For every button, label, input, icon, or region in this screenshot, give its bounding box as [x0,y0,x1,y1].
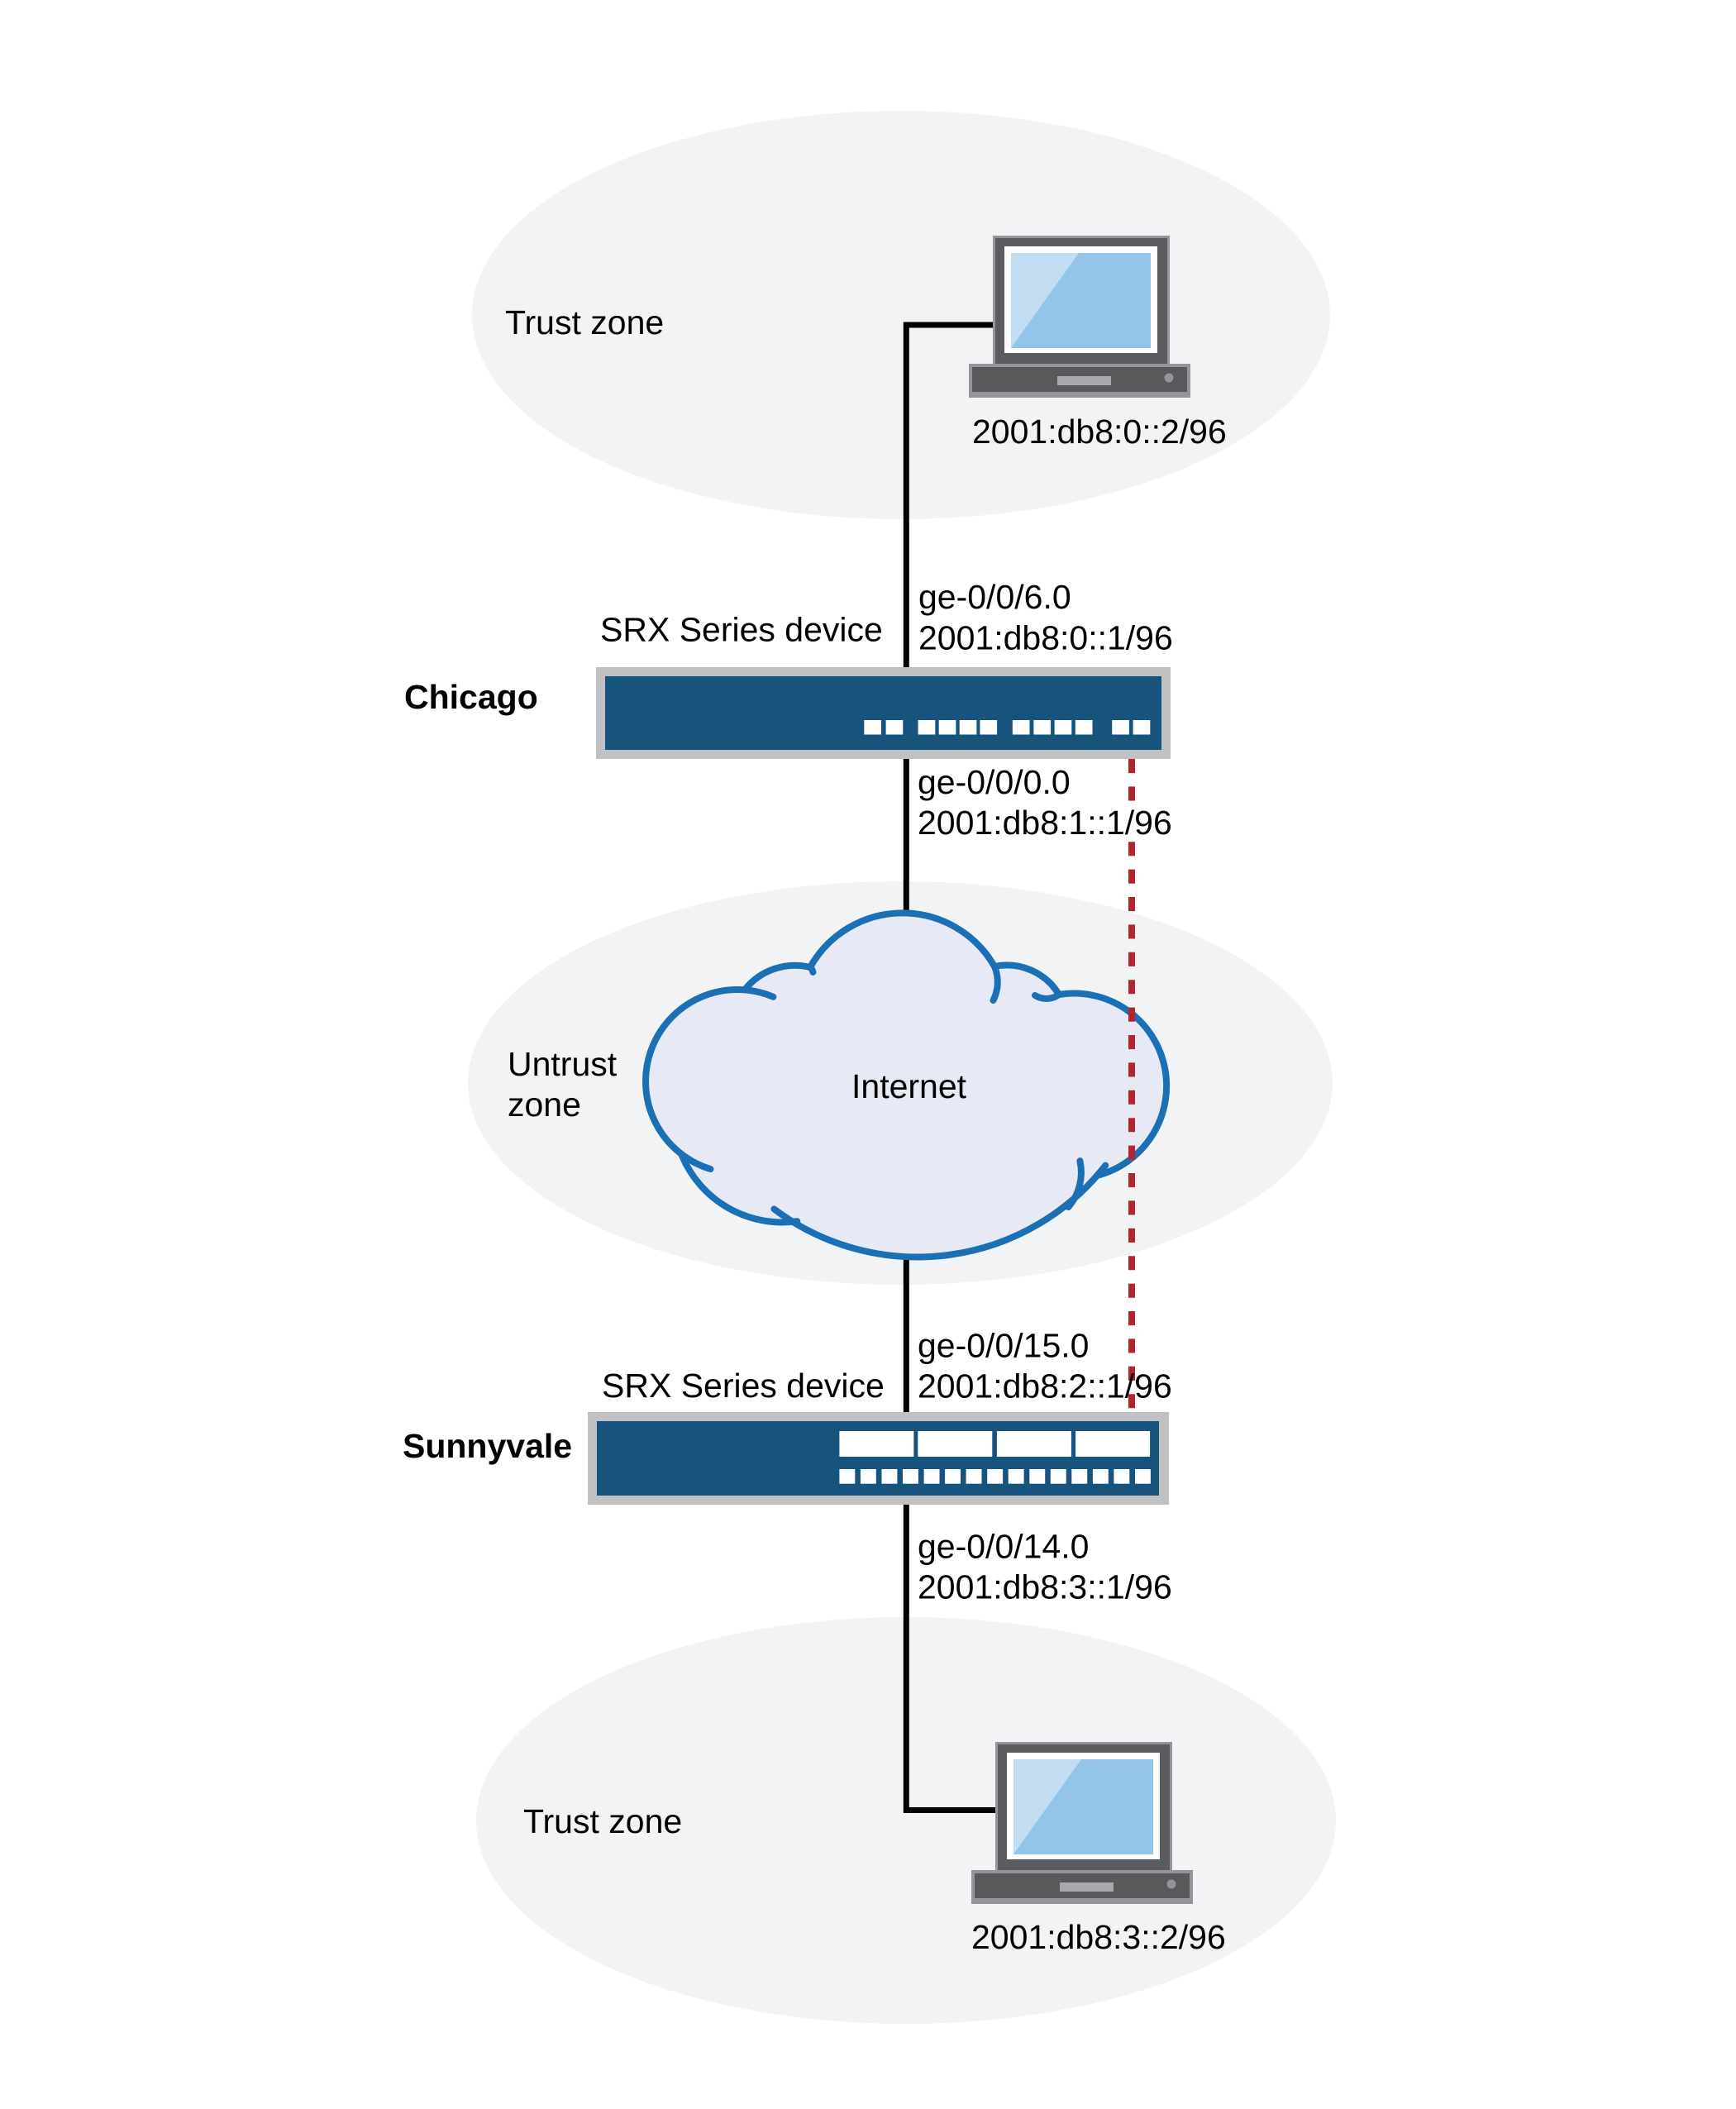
svg-text:Trust zone: Trust zone [523,1802,682,1840]
svg-text:ge-0/0/0.0: ge-0/0/0.0 [918,763,1071,801]
svg-text:Untrust: Untrust [508,1045,618,1083]
svg-text:SRX Series device: SRX Series device [602,1367,885,1405]
svg-text:2001:db8:0::1/96: 2001:db8:0::1/96 [918,619,1173,657]
svg-text:ge-0/0/14.0: ge-0/0/14.0 [918,1528,1089,1566]
svg-text:zone: zone [508,1086,581,1124]
svg-text:Sunnyvale: Sunnyvale [403,1427,572,1465]
svg-text:Chicago: Chicago [404,678,538,716]
svg-text:ge-0/0/15.0: ge-0/0/15.0 [918,1327,1089,1365]
svg-text:SRX Series device: SRX Series device [600,611,883,649]
svg-text:Trust zone: Trust zone [505,303,664,341]
svg-text:2001:db8:3::1/96: 2001:db8:3::1/96 [918,1568,1172,1606]
svg-text:2001:db8:1::1/96: 2001:db8:1::1/96 [918,804,1172,842]
svg-text:Internet: Internet [851,1067,967,1105]
svg-text:2001:db8:2::1/96: 2001:db8:2::1/96 [918,1367,1172,1405]
svg-text:2001:db8:3::2/96: 2001:db8:3::2/96 [971,1918,1226,1956]
svg-text:ge-0/0/6.0: ge-0/0/6.0 [918,578,1071,616]
svg-text:2001:db8:0::2/96: 2001:db8:0::2/96 [972,413,1227,451]
